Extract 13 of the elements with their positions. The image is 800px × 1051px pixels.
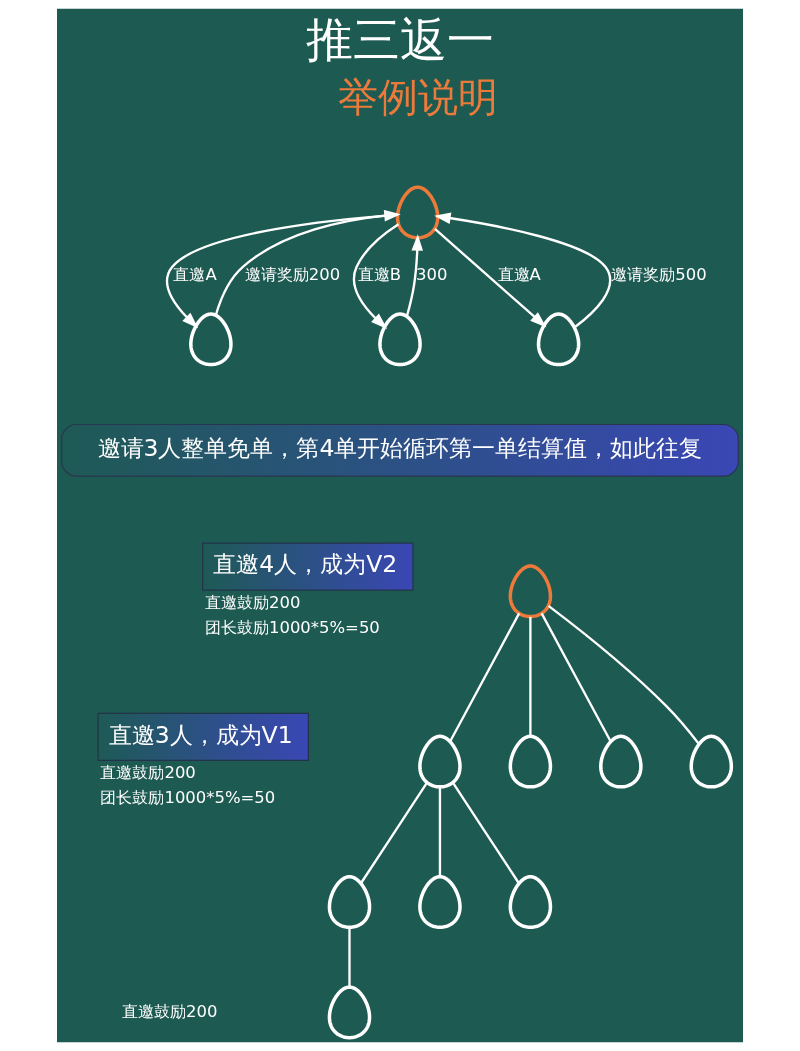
label: 直邀鼓励200 <box>122 1001 218 1021</box>
edge-label: 邀请奖励200 <box>244 265 341 285</box>
diagram-title: 推三返一 <box>306 11 494 67</box>
edge-label: 邀请奖励500 <box>611 265 707 285</box>
node-label: 直邀鼓励200 <box>100 763 196 783</box>
edge-label: 直邀A <box>497 265 541 285</box>
edge-label: 直邀A <box>173 265 217 285</box>
node-label: 团长鼓励1000*5%=50 <box>100 787 276 807</box>
edge-label: 300 <box>416 265 448 285</box>
node-label: 团长鼓励1000*5%=50 <box>205 617 380 637</box>
node-label: 直邀鼓励200 <box>205 592 301 612</box>
edge-label: 直邀B <box>357 265 402 285</box>
label: 举例说明 <box>337 74 498 121</box>
